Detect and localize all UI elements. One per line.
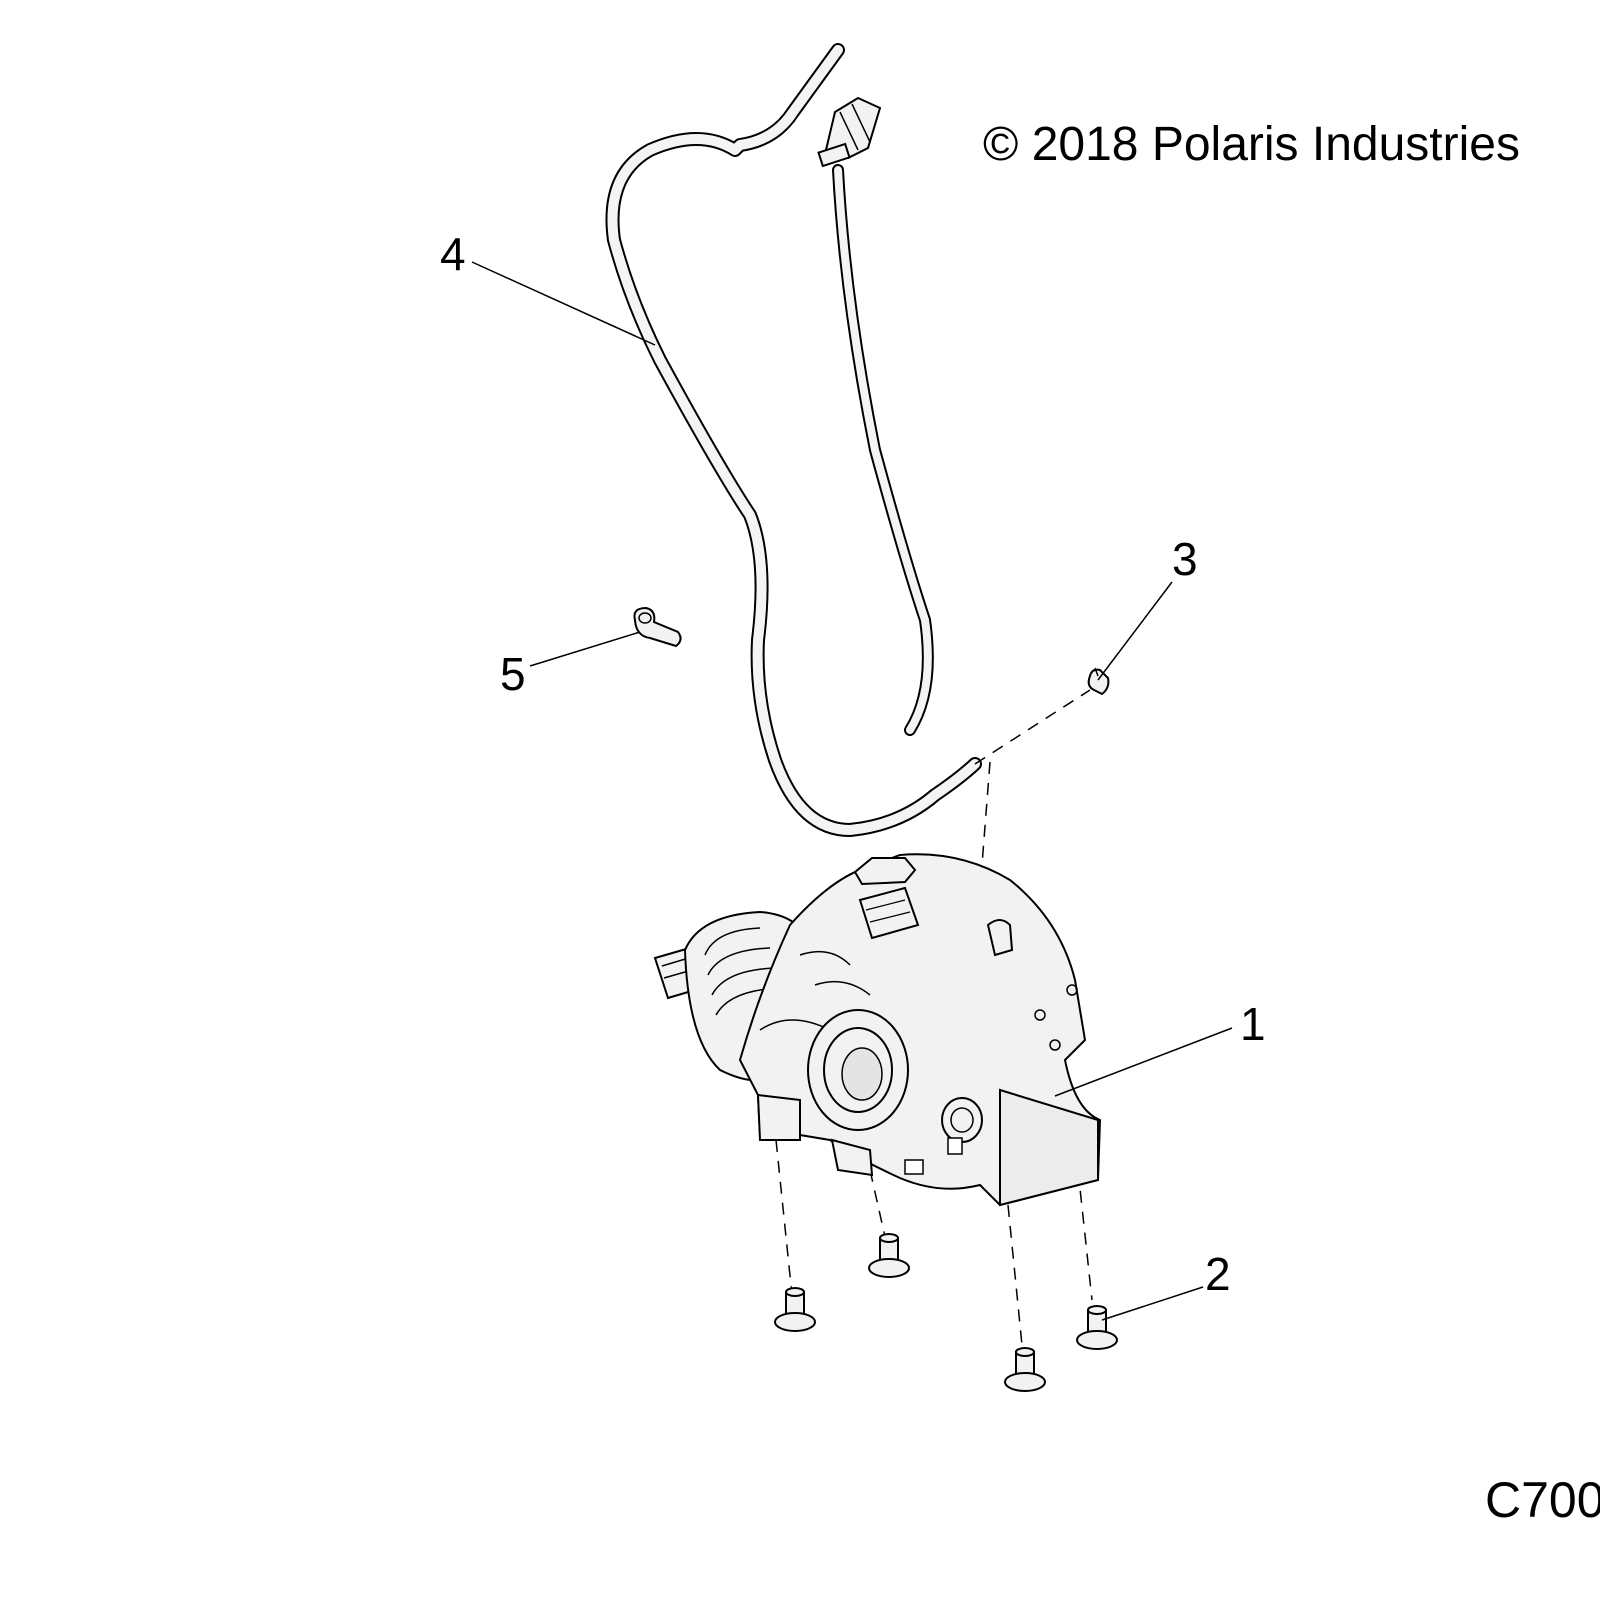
callout-5: 5 bbox=[500, 648, 526, 700]
bolts-part bbox=[774, 1233, 1118, 1392]
callout-3: 3 bbox=[1172, 533, 1198, 585]
copyright-text: © 2018 Polaris Industries bbox=[983, 118, 1520, 171]
figure-code: C700 bbox=[1485, 1472, 1600, 1528]
bolt-icon bbox=[1004, 1347, 1046, 1392]
hose-clamp-part bbox=[1087, 667, 1110, 696]
bolt-icon bbox=[1076, 1305, 1118, 1350]
bolt-icon bbox=[868, 1233, 910, 1278]
callout-4: 4 bbox=[440, 228, 466, 280]
front-gearcase-part bbox=[653, 853, 1102, 1207]
bolt-icon bbox=[774, 1287, 816, 1332]
callout-1: 1 bbox=[1240, 998, 1266, 1050]
vent-hose-part bbox=[605, 43, 982, 837]
leader-lines bbox=[471, 261, 1233, 1321]
callout-2: 2 bbox=[1205, 1248, 1231, 1300]
connector-icon bbox=[817, 96, 882, 168]
hose-clip-part bbox=[633, 606, 682, 648]
